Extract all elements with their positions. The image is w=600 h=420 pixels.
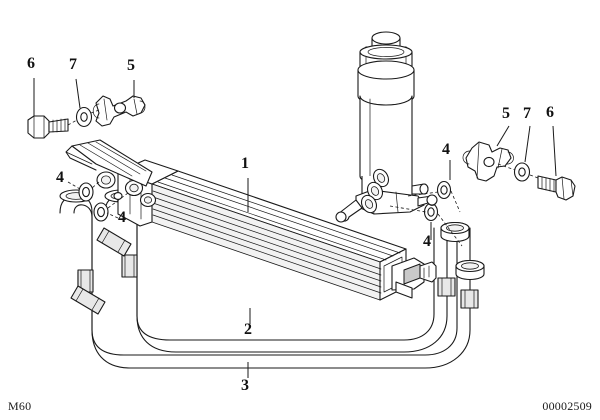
- hex-bolt-left: [27, 115, 69, 139]
- callout-6-right: 6: [546, 104, 554, 121]
- o-ring-left-upper: [78, 182, 94, 202]
- clamp-bracket-left: [92, 95, 146, 127]
- callout-4-left-lower: 4: [118, 209, 126, 226]
- oil-cooler-left-flange: [65, 139, 179, 227]
- hex-bolt-right: [537, 175, 576, 201]
- callout-7-right: 7: [523, 105, 531, 122]
- hose-crimp-collars-right: [437, 277, 479, 309]
- o-ring-left-lower: [93, 202, 109, 222]
- callout-6-left: 6: [27, 55, 35, 72]
- o-ring-right-upper: [436, 180, 452, 200]
- hose-end-right-upper: [440, 221, 470, 243]
- leader-lines: [33, 78, 557, 378]
- callout-5-left: 5: [127, 57, 135, 74]
- callout-3: 3: [241, 377, 249, 394]
- power-steering-reservoir: [335, 31, 438, 223]
- callout-4-right-lower: 4: [423, 233, 431, 250]
- hose-crimp-collars: [70, 227, 132, 315]
- hose-end-right-lower: [455, 259, 485, 281]
- callout-2: 2: [244, 321, 252, 338]
- o-ring-right-lower: [423, 202, 439, 222]
- engine-code-label: M60: [8, 399, 32, 413]
- callout-4-right-upper: 4: [442, 141, 450, 158]
- callout-4-left-upper: 4: [56, 169, 64, 186]
- callout-1: 1: [241, 155, 249, 172]
- clamp-bracket-right: [462, 141, 514, 182]
- oil-cooler-right-connector: [391, 257, 437, 299]
- callout-numbers: 1 2 3 4 4 4 4 5 5 6 6 7 7: [27, 55, 554, 394]
- diagram-number-label: 00002509: [542, 399, 592, 413]
- callout-7-left: 7: [69, 56, 77, 73]
- callout-5-right: 5: [502, 105, 510, 122]
- washer-right: [513, 162, 531, 182]
- washer-left: [75, 106, 93, 128]
